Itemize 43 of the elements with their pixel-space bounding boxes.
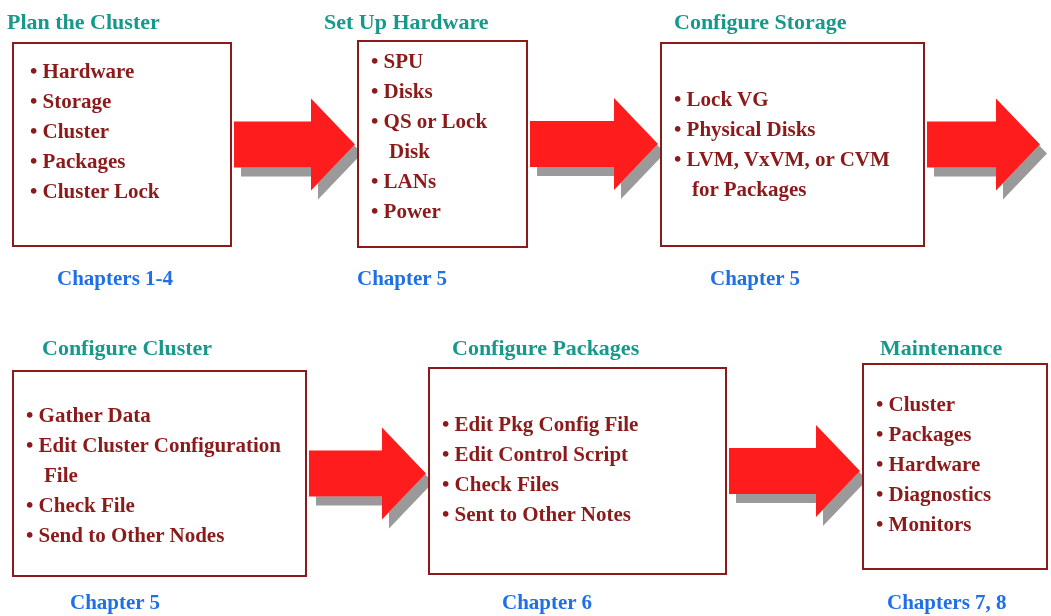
bullet-item: • Edit Cluster Configuration File [26, 432, 282, 489]
bullet-item: • Edit Pkg Config File [442, 411, 640, 438]
bullet-item: • Cluster [876, 391, 957, 418]
bullet-item: • Power [371, 198, 442, 225]
bullet-item: • Packages [30, 148, 127, 175]
bullet-item: • Storage [30, 88, 113, 115]
step-heading: Plan the Cluster [7, 8, 160, 36]
step-heading: Set Up Hardware [324, 8, 489, 36]
bullet-item: • Cluster [30, 118, 111, 145]
block-arrow [927, 98, 1040, 191]
block-arrow [234, 98, 355, 191]
bullet-item: • Check Files [442, 471, 560, 498]
step-heading: Configure Storage [674, 8, 847, 36]
bullet-item: • LVM, VxVM, or CVM for Packages [674, 146, 891, 203]
step-heading: Maintenance [880, 334, 1003, 362]
bullet-item: • LANs [371, 168, 438, 195]
bullet-item: • Monitors [876, 511, 973, 538]
bullet-item: • Cluster Lock [30, 178, 161, 205]
bullet-item: • Send to Other Nodes [26, 522, 226, 549]
chapter-label: Chapter 5 [357, 265, 448, 292]
step-heading: Configure Packages [452, 334, 640, 362]
chapter-label: Chapter 5 [70, 589, 161, 616]
chapter-label: Chapters 7, 8 [887, 589, 1007, 616]
bullet-item: • Physical Disks [674, 116, 817, 143]
bullet-item: • Packages [876, 421, 973, 448]
chapter-label: Chapter 5 [710, 265, 801, 292]
bullet-item: • Check File [26, 492, 136, 519]
bullet-item: • Gather Data [26, 402, 152, 429]
block-arrow [729, 425, 860, 517]
bullet-item: • Hardware [876, 451, 982, 478]
bullet-item: • QS or Lock Disk [371, 108, 489, 165]
step-heading: Configure Cluster [42, 334, 213, 362]
bullet-item: • Edit Control Script [442, 441, 630, 468]
chapter-label: Chapter 6 [502, 589, 593, 616]
bullet-item: • Lock VG [674, 86, 770, 113]
block-arrow [530, 98, 658, 190]
bullet-item: • Hardware [30, 58, 136, 85]
bullet-item: • Sent to Other Notes [442, 501, 632, 528]
bullet-item: • Diagnostics [876, 481, 993, 508]
block-arrow [309, 427, 426, 520]
bullet-item: • SPU [371, 48, 425, 75]
bullet-item: • Disks [371, 78, 434, 105]
chapter-label: Chapters 1-4 [57, 265, 174, 292]
